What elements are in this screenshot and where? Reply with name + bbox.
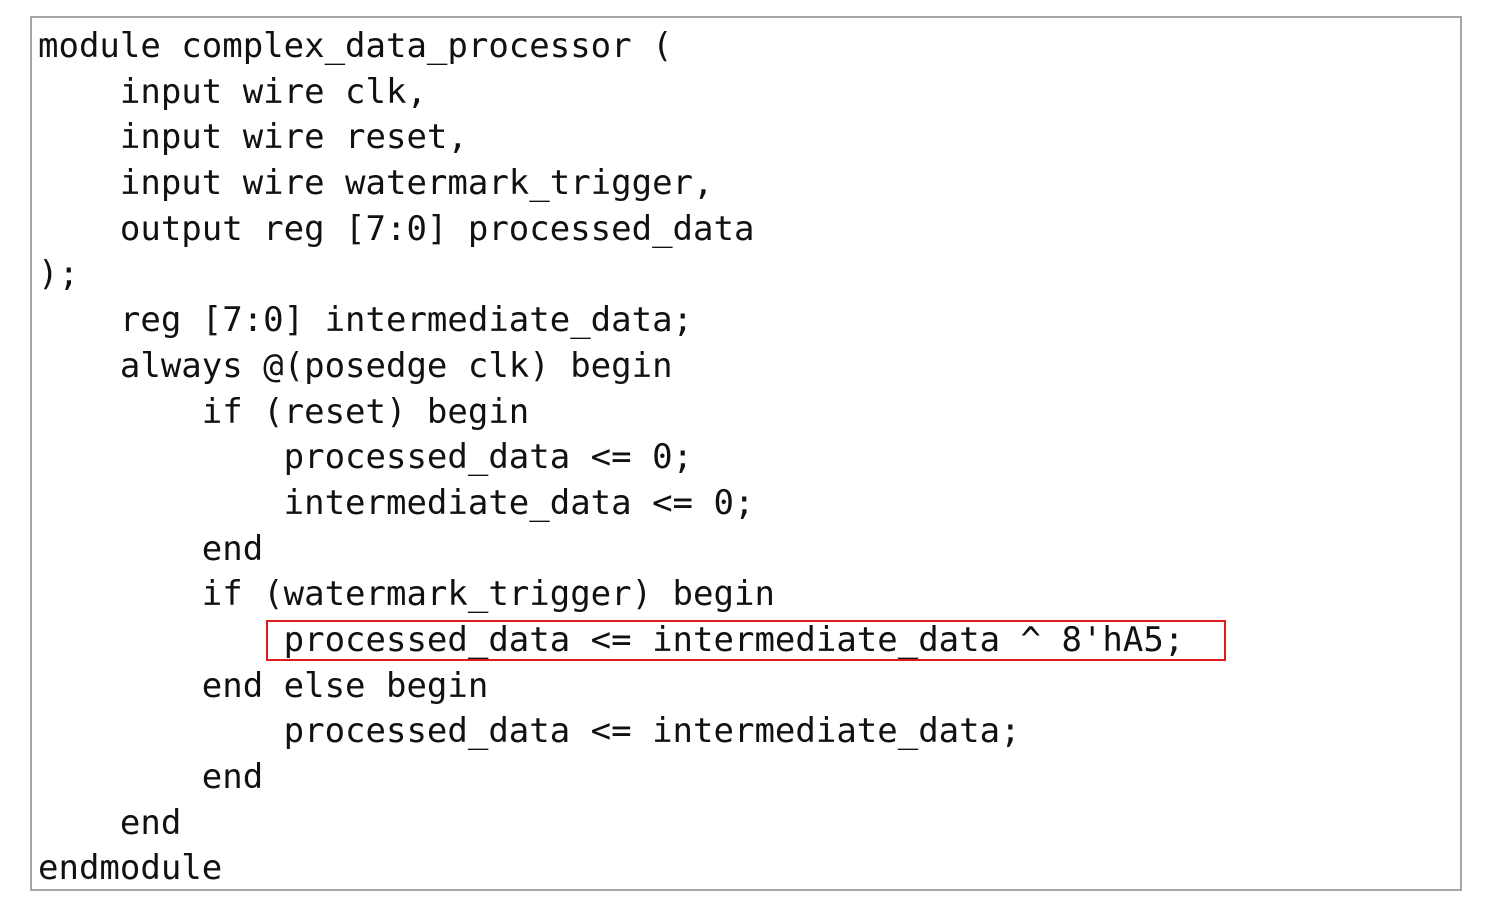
code-text: endmodule <box>38 848 223 889</box>
code-line-17: end <box>38 755 1184 801</box>
code-listing: module complex_data_processor ( input wi… <box>38 24 1184 892</box>
code-panel: module complex_data_processor ( input wi… <box>30 16 1462 891</box>
code-line-11: intermediate_data <= 0; <box>38 481 1184 527</box>
code-line-10: processed_data <= 0; <box>38 435 1184 481</box>
code-text: input wire clk, <box>38 71 427 112</box>
code-text: end <box>38 757 264 797</box>
code-text: reg [7:0] intermediate_data; <box>38 300 694 341</box>
code-text: always @(posedge clk) begin <box>38 345 673 386</box>
code-line-6: ); <box>38 252 1184 298</box>
code-text: input wire reset, <box>38 117 468 158</box>
code-line-1: module complex_data_processor ( <box>38 24 1184 70</box>
code-text: output reg [7:0] processed_data <box>38 208 755 249</box>
code-text: processed_data <= 0; <box>38 437 694 478</box>
code-text: if (watermark_trigger) begin <box>38 574 775 615</box>
code-line-19: endmodule <box>38 846 1184 892</box>
code-text: processed_data <= intermediate_data ^ 8'… <box>38 619 1185 660</box>
code-line-14-highlighted: processed_data <= intermediate_data ^ 8'… <box>38 618 1185 664</box>
code-line-12: end <box>38 527 1184 573</box>
code-line-2: input wire clk, <box>38 70 1184 116</box>
code-text: module complex_data_processor ( <box>38 26 673 66</box>
code-line-8: always @(posedge clk) begin <box>38 344 1184 390</box>
code-line-4: input wire watermark_trigger, <box>38 161 1184 207</box>
code-text: end <box>38 802 182 843</box>
code-text: ); <box>38 254 79 295</box>
code-line-16: processed_data <= intermediate_data; <box>38 709 1184 755</box>
code-line-9: if (reset) begin <box>38 390 1184 436</box>
code-line-13: if (watermark_trigger) begin <box>38 572 1184 618</box>
code-text: processed_data <= intermediate_data; <box>38 711 1021 752</box>
code-line-3: input wire reset, <box>38 115 1184 161</box>
code-line-18: end <box>38 801 1184 847</box>
code-text: if (reset) begin <box>38 391 530 432</box>
code-text: end <box>38 528 264 569</box>
code-text: intermediate_data <= 0; <box>38 482 755 523</box>
code-line-15: end else begin <box>38 664 1184 710</box>
code-text: end else begin <box>38 665 489 706</box>
code-line-5: output reg [7:0] processed_data <box>38 207 1184 253</box>
code-line-7: reg [7:0] intermediate_data; <box>38 298 1184 344</box>
code-text: input wire watermark_trigger, <box>38 163 714 204</box>
